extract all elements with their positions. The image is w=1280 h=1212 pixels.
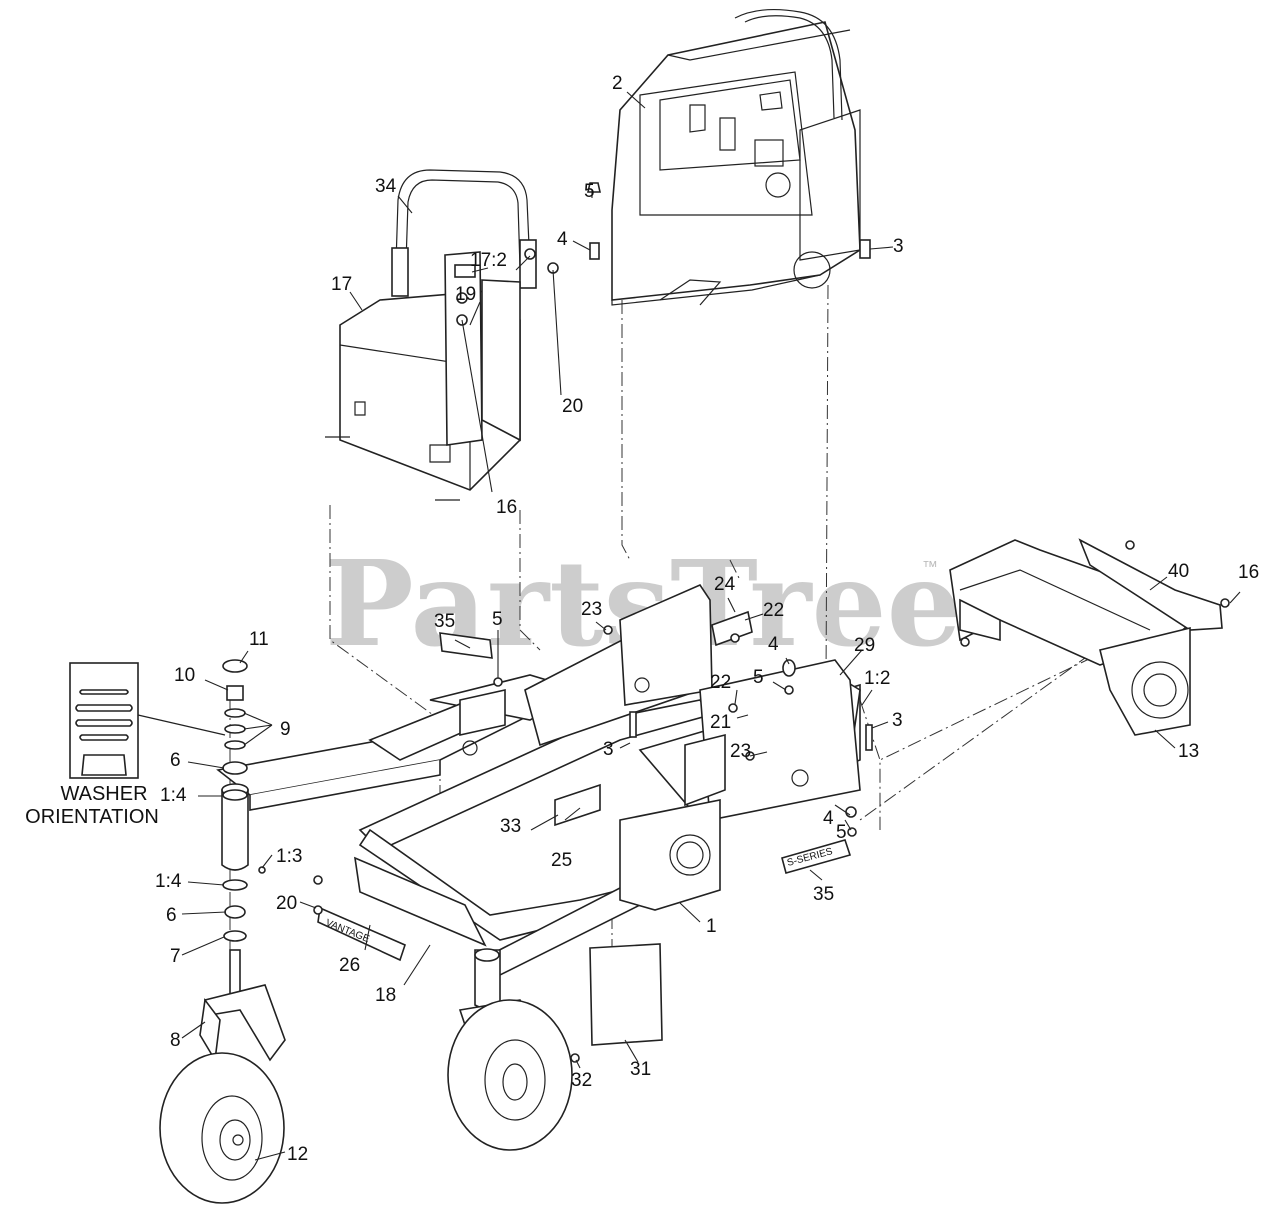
- callout-11: 11: [249, 629, 269, 650]
- callout-13: 13: [1178, 741, 1199, 762]
- callout-6: 6: [170, 750, 181, 771]
- main-frame: [216, 583, 861, 976]
- callout-23: 23: [581, 599, 602, 620]
- watermark-trademark: ™: [922, 559, 938, 576]
- callout-20-front: 20: [276, 893, 297, 914]
- callout-32: 32: [571, 1070, 592, 1091]
- washer-inset-label-line2: ORIENTATION: [25, 806, 159, 828]
- callout-5-bracket: 5: [753, 667, 764, 688]
- caster-fork: [199, 984, 286, 1063]
- callout-3-mid: 3: [603, 739, 614, 760]
- caster-hardware: [222, 659, 248, 999]
- fasteners: [258, 182, 1230, 1063]
- washer-inset-label-line1: WASHER: [60, 783, 147, 805]
- callout-8: 8: [170, 1030, 181, 1051]
- callout-3-right: 3: [892, 710, 903, 731]
- control-console: [611, 8, 861, 306]
- callout-1-4: 1:4: [160, 785, 187, 806]
- callout-1-2: 1:2: [864, 668, 890, 689]
- callout-4: 4: [557, 229, 568, 250]
- callout-34: 34: [375, 176, 397, 197]
- callout-26: 26: [339, 955, 360, 976]
- callout-25: 25: [551, 850, 572, 871]
- callout-16: 16: [496, 497, 517, 518]
- callout-33: 33: [500, 816, 521, 837]
- callout-7: 7: [170, 946, 181, 967]
- handle-bar: [391, 169, 537, 297]
- callout-labels: 2 34 5 4 3 17 19 17:2 20 16 40 16 13 24 …: [155, 73, 1259, 1165]
- callout-22-lower: 22: [710, 672, 731, 693]
- callout-5: 5: [584, 181, 595, 202]
- callout-12: 12: [287, 1144, 308, 1165]
- washer-orientation-inset: [69, 662, 226, 779]
- callout-1-4-lower: 1:4: [155, 871, 182, 892]
- callout-19: 19: [455, 284, 476, 305]
- callout-4-right: 4: [823, 808, 834, 829]
- callout-20: 20: [562, 396, 583, 417]
- callout-6-lower: 6: [166, 905, 177, 926]
- callout-24: 24: [714, 574, 736, 595]
- callout-23-lower: 23: [730, 741, 751, 762]
- rear-cover-box: [325, 251, 521, 501]
- rear-caster: [447, 948, 573, 1151]
- callout-5-frame: 5: [492, 609, 503, 630]
- callout-1: 1: [706, 916, 717, 937]
- callout-2: 2: [612, 73, 623, 94]
- callout-21: 21: [710, 712, 731, 733]
- callout-9: 9: [280, 719, 291, 740]
- callout-35: 35: [434, 611, 455, 632]
- callout-3: 3: [893, 236, 904, 257]
- rear-frame-assembly: [949, 538, 1223, 736]
- callout-17: 17: [331, 274, 352, 295]
- callout-40: 40: [1168, 561, 1189, 582]
- callout-18: 18: [375, 985, 396, 1006]
- callout-31: 31: [630, 1059, 651, 1080]
- front-wheel: [159, 1052, 285, 1204]
- callout-4-frame: 4: [768, 634, 779, 655]
- leader-lines: [181, 91, 1241, 1161]
- callout-1-3: 1:3: [276, 846, 302, 867]
- callout-22: 22: [763, 600, 784, 621]
- callout-16-rear: 16: [1238, 562, 1259, 583]
- callout-17-2: 17:2: [470, 250, 507, 271]
- callout-10: 10: [174, 665, 195, 686]
- callout-35-side: 35: [813, 884, 834, 905]
- callout-5-right: 5: [836, 822, 847, 843]
- callout-29: 29: [854, 635, 875, 656]
